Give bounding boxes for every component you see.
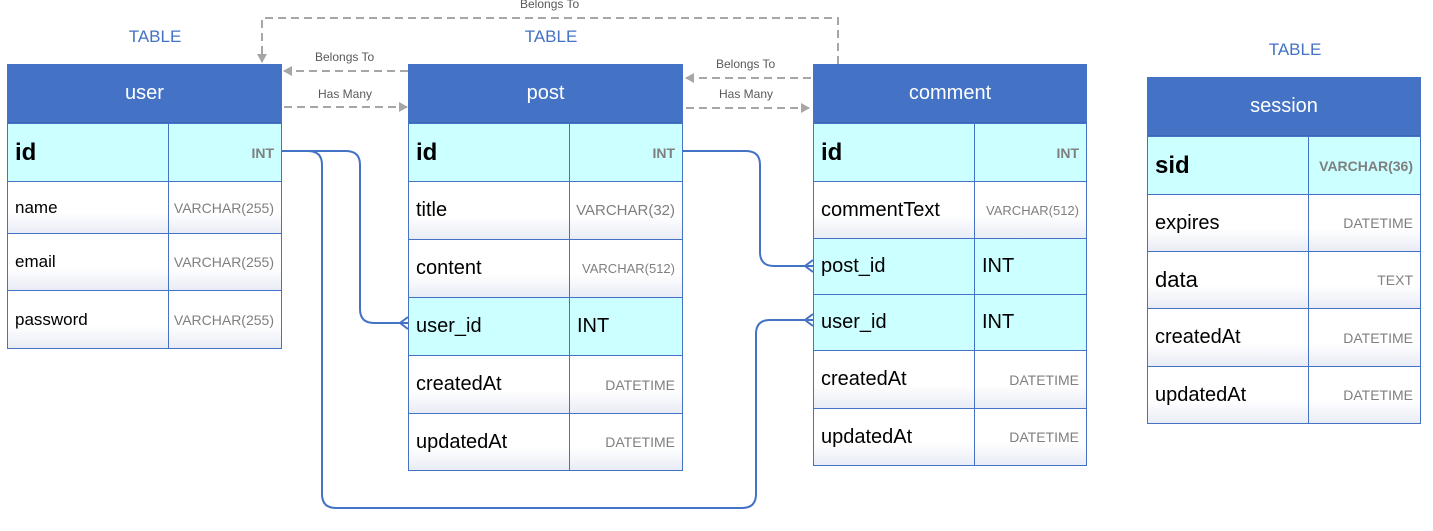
fk-connector-user-id-to-comment-user-id xyxy=(282,150,813,509)
user-row-password: password VARCHAR(255) xyxy=(8,290,281,348)
comment-row-commenttext: commentText VARCHAR(512) xyxy=(814,181,1086,238)
relation-label-user-has-many-post: Has Many xyxy=(318,87,373,101)
column-type: DATETIME xyxy=(1009,371,1079,388)
many-end-marker-post-user-id xyxy=(398,316,409,330)
column-type: DATETIME xyxy=(1009,429,1079,445)
post-row-createdat: createdAt DATETIME xyxy=(409,355,682,413)
column-name: data xyxy=(1148,252,1309,308)
column-name: id xyxy=(409,124,570,181)
many-end-marker-comment-user-id xyxy=(803,313,814,327)
user-table: user id INT name VARCHAR(255) email VARC… xyxy=(7,64,282,349)
column-name: updatedAt xyxy=(409,414,570,470)
comment-row-post-id: post_id INT xyxy=(814,238,1086,294)
session-row-expires: expires DATETIME xyxy=(1148,194,1420,251)
column-name: createdAt xyxy=(814,351,975,408)
column-name: password xyxy=(8,291,169,348)
relation-comment-belongs-to-user-line xyxy=(257,17,839,64)
comment-table: comment id INT commentText VARCHAR(512) … xyxy=(813,64,1087,466)
column-name: createdAt xyxy=(409,356,570,413)
user-table-header: user xyxy=(8,65,281,123)
column-type: VARCHAR(36) xyxy=(1319,157,1413,174)
column-type: INT xyxy=(577,315,610,337)
comment-row-id: id INT xyxy=(814,123,1086,181)
column-name: commentText xyxy=(814,182,975,238)
column-type: VARCHAR(255) xyxy=(173,254,274,270)
column-type: DATETIME xyxy=(605,434,675,450)
column-name: updatedAt xyxy=(814,409,975,465)
session-row-sid: sid VARCHAR(36) xyxy=(1148,136,1420,194)
session-table-caption: TABLE xyxy=(1268,40,1322,59)
column-type: TEXT xyxy=(1377,272,1413,288)
column-name: id xyxy=(814,124,975,181)
column-name: name xyxy=(8,182,169,233)
post-table-caption: TABLE xyxy=(524,27,578,46)
column-type: INT xyxy=(251,144,274,161)
column-type: DATETIME xyxy=(1343,329,1413,346)
column-type: VARCHAR(255) xyxy=(173,199,274,216)
column-type: INT xyxy=(982,311,1015,333)
column-name: createdAt xyxy=(1148,309,1309,366)
session-row-data: data TEXT xyxy=(1148,251,1420,308)
user-row-name: name VARCHAR(255) xyxy=(8,181,281,233)
relation-label-comment-belongs-to-user: Belongs To xyxy=(520,0,580,11)
relation-label-post-belongs-to-user: Belongs To xyxy=(315,50,375,64)
column-type: VARCHAR(255) xyxy=(173,311,274,328)
user-table-caption: TABLE xyxy=(128,27,182,46)
column-type: INT xyxy=(982,255,1015,277)
session-table: session sid VARCHAR(36) expires DATETIME… xyxy=(1147,77,1421,424)
comment-row-createdat: createdAt DATETIME xyxy=(814,350,1086,408)
post-row-id: id INT xyxy=(409,123,682,181)
column-name: updatedAt xyxy=(1148,367,1309,423)
column-name: post_id xyxy=(814,239,975,294)
comment-table-header: comment xyxy=(814,65,1086,123)
post-table: post id INT title VARCHAR(32) content VA… xyxy=(408,64,683,471)
session-row-updatedat: updatedAt DATETIME xyxy=(1148,366,1420,423)
fk-connector-post-id-to-comment-post-id xyxy=(683,150,813,267)
post-row-user-id: user_id INT xyxy=(409,297,682,355)
column-type: INT xyxy=(652,144,675,161)
column-name: expires xyxy=(1148,195,1309,251)
post-table-header: post xyxy=(409,65,682,123)
session-table-header: session xyxy=(1148,78,1420,136)
column-name: email xyxy=(8,234,169,290)
user-row-id: id INT xyxy=(8,123,281,181)
column-type: VARCHAR(32) xyxy=(576,202,675,219)
column-name: title xyxy=(409,182,570,239)
post-row-updatedat: updatedAt DATETIME xyxy=(409,413,682,470)
column-name: sid xyxy=(1148,137,1309,194)
column-type: VARCHAR(512) xyxy=(986,202,1079,218)
column-type: VARCHAR(512) xyxy=(582,261,675,276)
session-row-createdat: createdAt DATETIME xyxy=(1148,308,1420,366)
comment-row-updatedat: updatedAt DATETIME xyxy=(814,408,1086,465)
comment-row-user-id: user_id INT xyxy=(814,294,1086,350)
post-row-title: title VARCHAR(32) xyxy=(409,181,682,239)
column-type: DATETIME xyxy=(1343,215,1413,231)
column-type: DATETIME xyxy=(605,376,675,393)
many-end-marker-comment-post-id xyxy=(803,259,814,273)
column-type: INT xyxy=(1056,144,1079,161)
fk-connector-user-id-to-post-user-id xyxy=(282,150,408,324)
column-type: DATETIME xyxy=(1343,387,1413,403)
column-name: user_id xyxy=(409,298,570,355)
column-name: id xyxy=(8,124,169,181)
relation-label-comment-belongs-to-post: Belongs To xyxy=(716,57,776,71)
post-row-content: content VARCHAR(512) xyxy=(409,239,682,297)
column-name: user_id xyxy=(814,295,975,350)
user-row-email: email VARCHAR(255) xyxy=(8,233,281,290)
relation-label-post-has-many-comment: Has Many xyxy=(719,87,774,101)
column-name: content xyxy=(409,240,570,297)
